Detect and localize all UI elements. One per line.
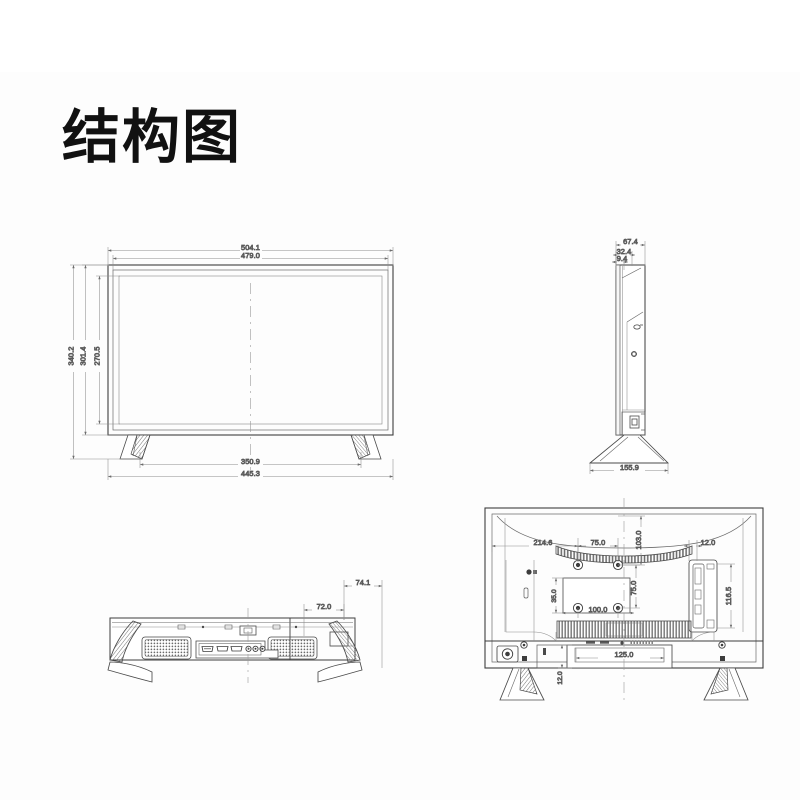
rear-left-offset-label: 214.6 — [534, 538, 553, 547]
front-stand-inner-span-label: 350.9 — [241, 457, 260, 466]
front-panel-height-label: 301.4 — [79, 347, 88, 366]
bottom-port-offset-label: 72.0 — [317, 602, 332, 611]
page-title: 结构图 — [62, 103, 243, 171]
rear-top-offset-label: 103.0 — [634, 531, 643, 550]
front-inner-width-label: 479.0 — [241, 251, 260, 260]
rear-recess-top-label: 35.0 — [551, 589, 558, 602]
side-depth-mid-label: 32.4 — [617, 247, 632, 256]
rear-vesa-horizontal-label: 75.0 — [591, 538, 606, 547]
side-view: 67.4 32.4 9.4 — [588, 237, 670, 474]
rear-base-height-label: 12.0 — [557, 671, 564, 684]
front-stand-outer-span-label: 445.3 — [241, 469, 260, 478]
rear-base-width-label: 125.0 — [615, 650, 634, 659]
rear-vesa-vertical-label: 75.0 — [629, 581, 638, 596]
rear-edge-offset-label: 12.0 — [701, 538, 716, 547]
side-bezel-depth-label: 9.4 — [617, 254, 628, 263]
front-view: 504.1 479.0 340.2 — [66, 243, 394, 480]
bottom-view: 74.1 72.0 — [107, 578, 383, 683]
front-overall-height-label: 340.2 — [67, 347, 76, 366]
bottom-stand-foot-width-label: 74.1 — [356, 578, 371, 587]
rear-vesa-width-label: 100.0 — [589, 605, 608, 614]
front-screen-height-label: 270.5 — [93, 347, 102, 366]
rear-port-panel-height-label: 116.5 — [724, 587, 733, 605]
side-depth-total-label: 67.4 — [623, 237, 638, 246]
rear-view: 214.6 75.0 103.0 — [484, 498, 764, 701]
front-outer-width-label: 504.1 — [241, 243, 260, 252]
side-stand-depth-label: 155.9 — [620, 463, 639, 472]
